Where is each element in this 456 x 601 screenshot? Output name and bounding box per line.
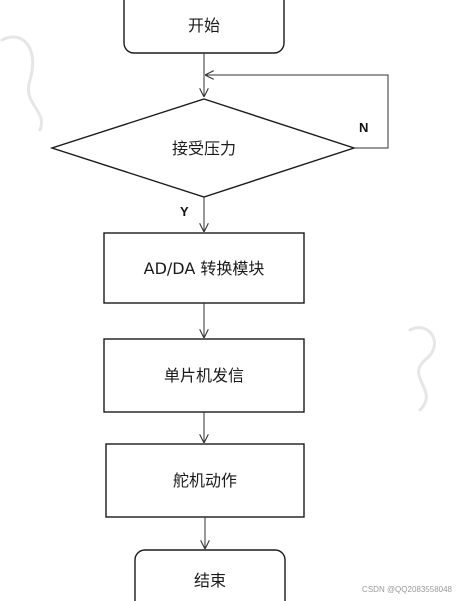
start-node: 开始 bbox=[123, 0, 285, 54]
end-label: 结束 bbox=[194, 571, 226, 590]
servo-node: 舵机动作 bbox=[105, 443, 305, 518]
adda-label: AD/DA 转换模块 bbox=[144, 259, 265, 278]
decision-label: 接受压力 bbox=[172, 139, 236, 158]
background-decoration bbox=[0, 35, 436, 412]
arrow-no-loop bbox=[205, 75, 389, 149]
start-label: 开始 bbox=[188, 16, 220, 35]
servo-label: 舵机动作 bbox=[173, 471, 237, 490]
decision-node: 接受压力 bbox=[49, 98, 357, 198]
watermark: CSDN @QQ2083558048 bbox=[362, 585, 452, 594]
mcu-node: 单片机发信 bbox=[103, 338, 305, 413]
mcu-label: 单片机发信 bbox=[164, 366, 244, 385]
no-label: N bbox=[359, 120, 368, 135]
end-node: 结束 bbox=[134, 549, 286, 601]
yes-label: Y bbox=[180, 204, 189, 219]
adda-node: AD/DA 转换模块 bbox=[103, 232, 305, 304]
